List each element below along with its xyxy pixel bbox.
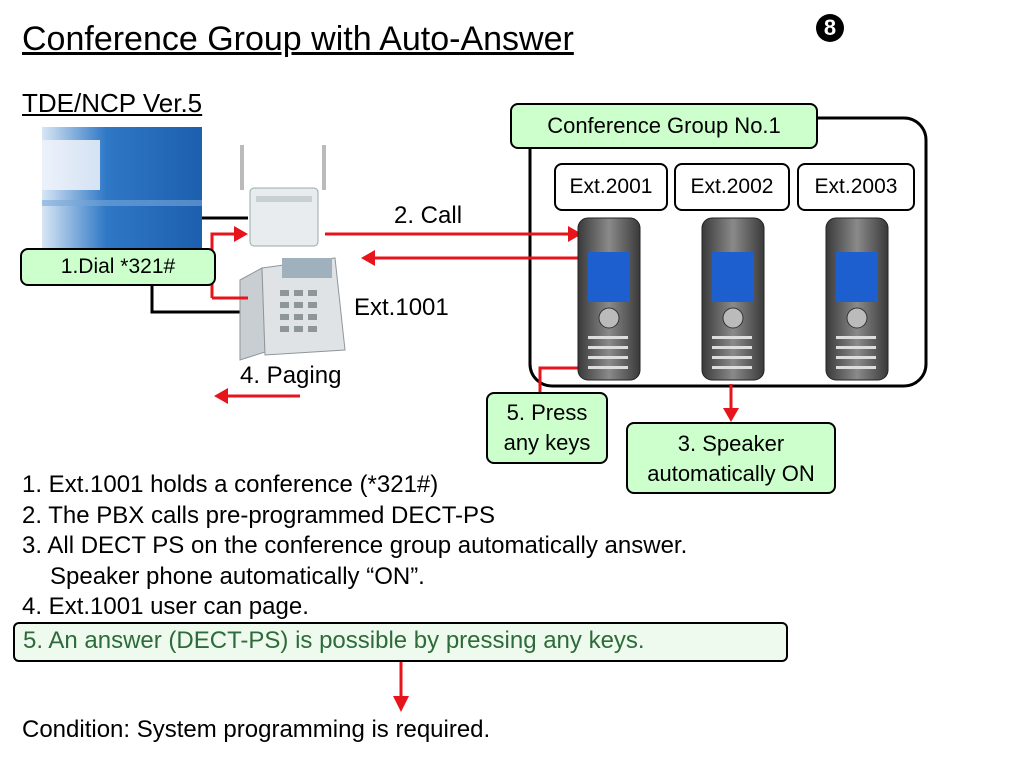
press-keys-label: 5. Press any keys bbox=[486, 392, 608, 464]
version-subtitle: TDE/NCP Ver.5 bbox=[22, 88, 203, 118]
extension-box: Ext.2002 bbox=[674, 163, 790, 211]
base-station-icon bbox=[240, 145, 326, 247]
step-item: 4. Ext.1001 user can page. bbox=[22, 593, 309, 620]
pbx-rack-icon bbox=[42, 127, 202, 260]
dect-handset-icon bbox=[825, 217, 889, 381]
step-item: 1. Ext.1001 holds a conference (*321#) bbox=[22, 471, 439, 498]
dect-handset-icon bbox=[701, 217, 765, 381]
steps-list: 1. Ext.1001 holds a conference (*321#) 2… bbox=[22, 470, 687, 623]
call-label: 2. Call bbox=[394, 202, 463, 229]
desk-phone-icon bbox=[239, 257, 346, 361]
dial-label: 1.Dial *321# bbox=[20, 248, 216, 286]
step-item: 2. The PBX calls pre-programmed DECT-PS bbox=[22, 501, 496, 529]
step-item: 3. All DECT PS on the conference group a… bbox=[22, 532, 688, 559]
extension-1001-label: Ext.1001 bbox=[354, 294, 449, 321]
signal-arrows bbox=[210, 232, 733, 696]
page-title: Conference Group with Auto-Answer bbox=[22, 20, 574, 58]
speaker-on-label: 3. Speaker automatically ON bbox=[626, 422, 836, 494]
extension-box: Ext.2003 bbox=[797, 163, 915, 211]
extension-box: Ext.2001 bbox=[554, 163, 668, 211]
step-item: Speaker phone automatically “ON”. bbox=[50, 562, 425, 590]
conference-group-label: Conference Group No.1 bbox=[510, 103, 818, 149]
condition-note: Condition: System programming is require… bbox=[22, 716, 491, 743]
dect-handset-icon bbox=[577, 217, 641, 381]
paging-label: 4. Paging bbox=[240, 362, 342, 389]
slide-number-badge: 8 bbox=[816, 14, 844, 42]
highlighted-step: 5. An answer (DECT-PS) is possible by pr… bbox=[13, 622, 788, 662]
